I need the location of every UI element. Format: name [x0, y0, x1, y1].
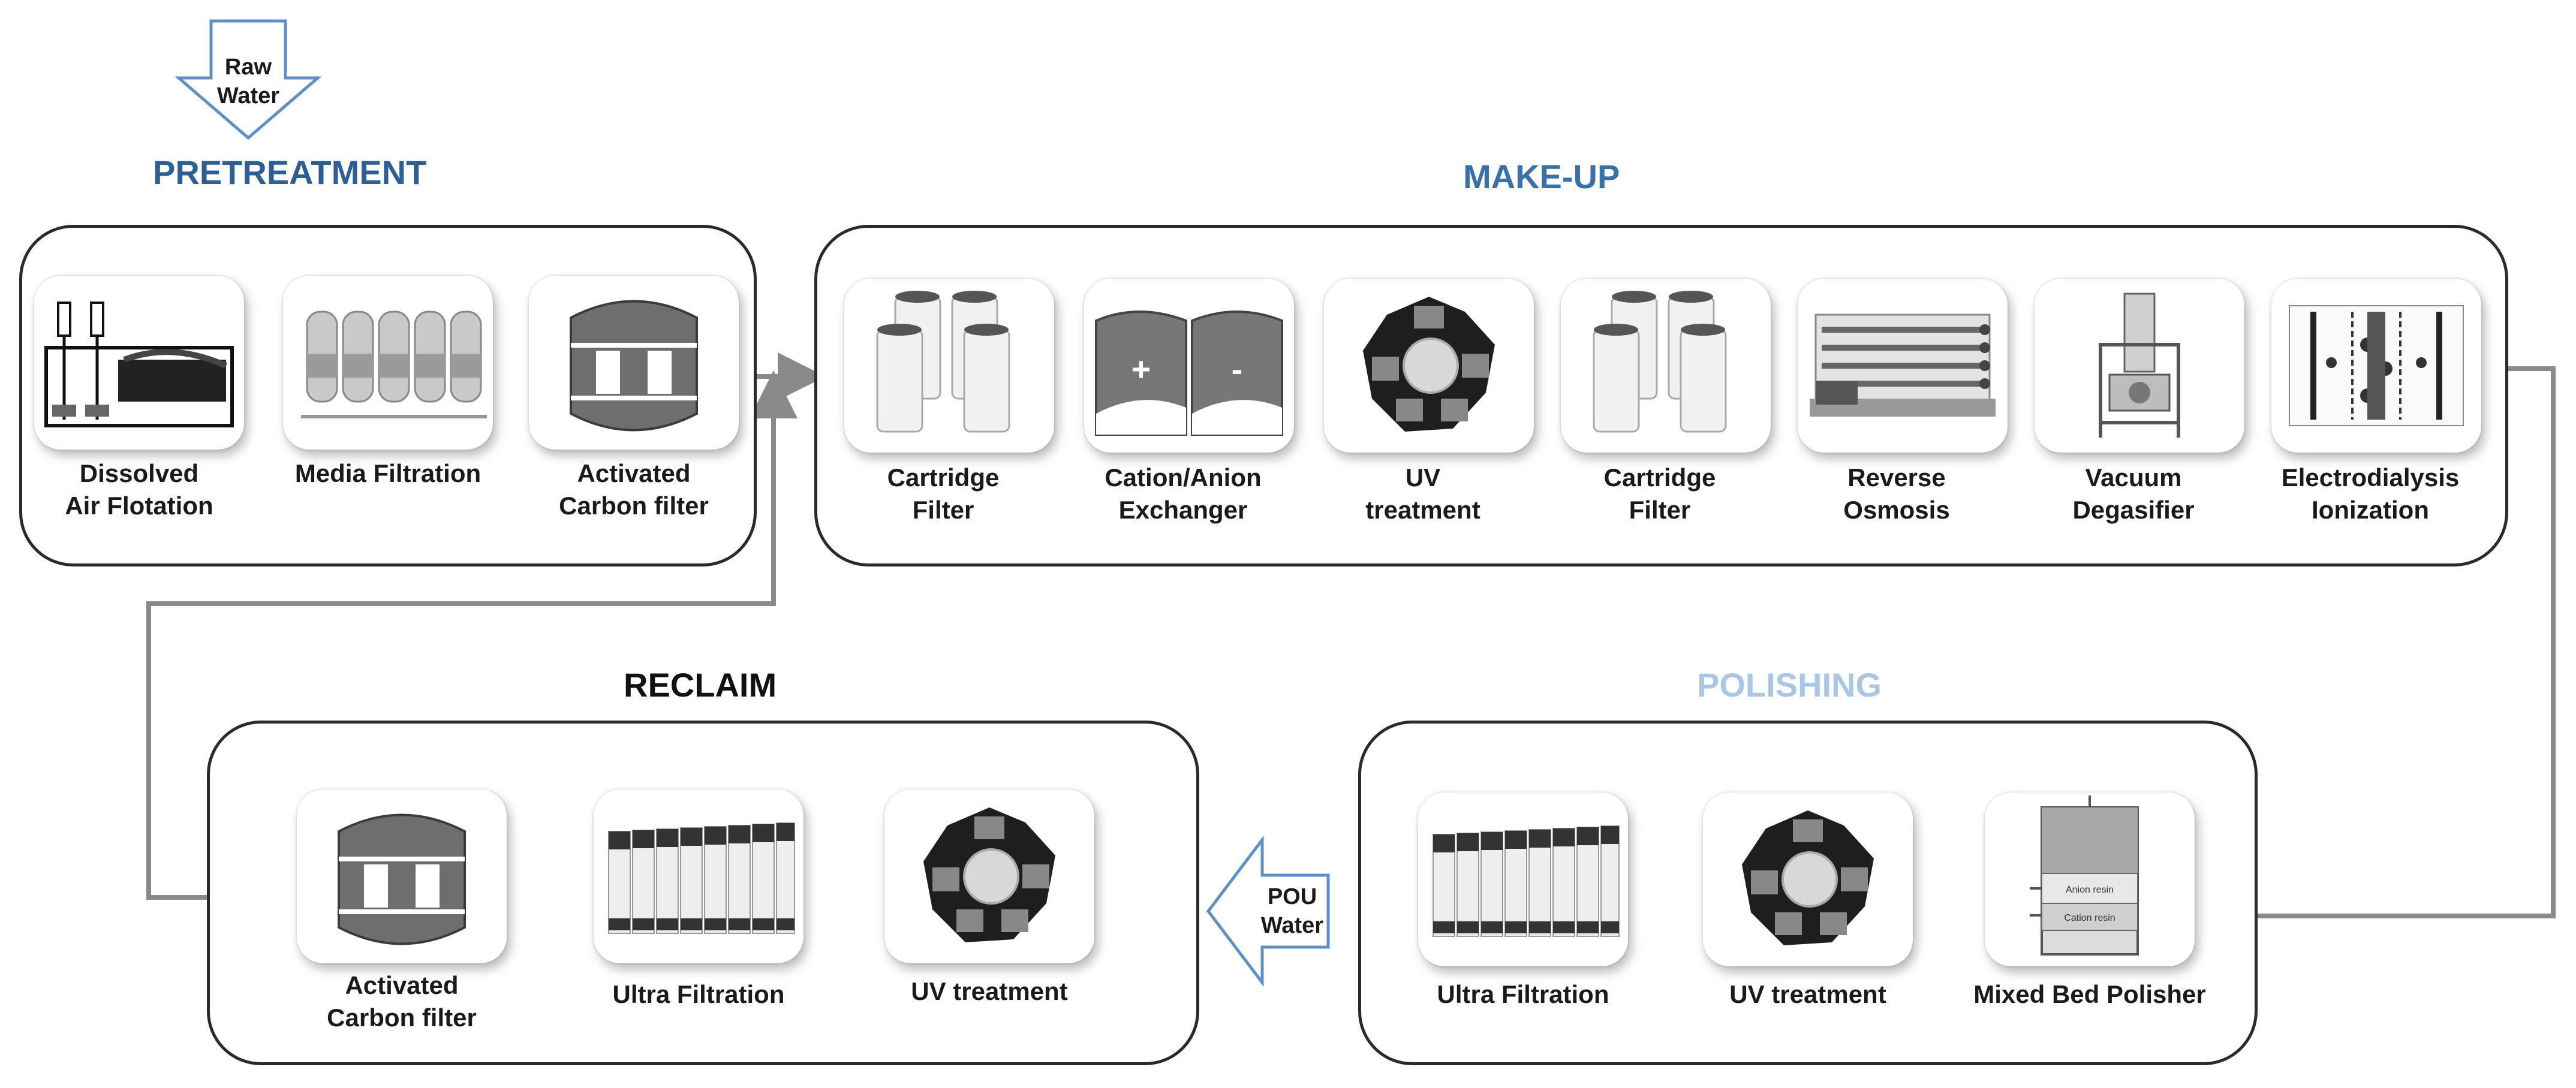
makeup-title: MAKE-UP [1463, 158, 1620, 195]
mixed-bed-anion-layer: Anion resin [2066, 885, 2114, 895]
cartridge-filter-icon [844, 279, 1054, 453]
pretreatment-title: PRETREATMENT [153, 153, 427, 191]
dissolved-air-flotation-icon [34, 276, 244, 450]
electrodialysis-icon [2271, 279, 2481, 453]
polishing-label-2: UV treatment [1729, 980, 1886, 1008]
vacuum-degasifier-icon [2035, 279, 2244, 453]
svg-text:-: - [1232, 350, 1243, 388]
pou-water-label: POU Water [1260, 884, 1324, 938]
ultra-filtration-icon [594, 789, 804, 963]
makeup-label-3: UV treatment [1365, 463, 1480, 524]
reclaim-label-3: UV treatment [911, 977, 1068, 1005]
activated-carbon-icon [297, 789, 507, 963]
reclaim-label-2: Ultra Filtration [612, 980, 785, 1008]
pretreatment-label-1: Dissolved Air Flotation [65, 459, 213, 520]
mixed-bed-polisher-icon: Anion resin Cation resin [1985, 792, 2195, 966]
polishing-title: POLISHING [1697, 666, 1882, 704]
makeup-label-7: Electrodialysis Ionization [2281, 463, 2460, 524]
pretreatment-label-3: Activated Carbon filter [559, 459, 709, 520]
reclaim-label-1: Activated Carbon filter [327, 971, 477, 1032]
reclaim-panel: Activated Carbon filter Ultra Filtration [207, 721, 1199, 1065]
raw-water-arrow: Raw Water [174, 18, 322, 141]
svg-text:+: + [1131, 350, 1151, 388]
makeup-label-2: Cation/Anion Exchanger [1105, 463, 1262, 524]
uv-lamp-icon [884, 789, 1094, 963]
makeup-panel: Cartridge Filter + - Cation/Anion Exchan… [814, 225, 2508, 566]
pretreatment-label-2: Media Filtration [294, 459, 482, 487]
polishing-panel: Ultra Filtration UV treatment Anion resi… [1358, 721, 2258, 1065]
reverse-osmosis-icon [1798, 279, 2008, 453]
polishing-label-1: Ultra Filtration [1437, 980, 1609, 1008]
pou-water-arrow: POU Water [1205, 835, 1331, 987]
pretreatment-panel: Dissolved Air Flotation Media Filtration [19, 225, 757, 566]
uv-lamp-icon [1703, 792, 1913, 966]
raw-water-label: Raw Water [216, 55, 280, 109]
polishing-label-3: Mixed Bed Polisher [1973, 980, 2206, 1008]
makeup-label-6: Vacuum Degasifier [2072, 463, 2195, 524]
ultra-filtration-icon [1418, 792, 1628, 966]
cartridge-filter-icon [1561, 279, 1771, 453]
mixed-bed-cation-layer: Cation resin [2064, 913, 2115, 923]
reclaim-title: RECLAIM [624, 666, 777, 704]
ion-exchanger-icon: + - [1084, 279, 1294, 453]
makeup-label-4: Cartridge Filter [1603, 463, 1716, 524]
uv-lamp-icon [1324, 279, 1534, 453]
makeup-label-5: Reverse Osmosis [1843, 463, 1950, 524]
activated-carbon-icon [529, 276, 739, 450]
media-filtration-icon [283, 276, 493, 450]
makeup-label-1: Cartridge Filter [887, 463, 1000, 524]
